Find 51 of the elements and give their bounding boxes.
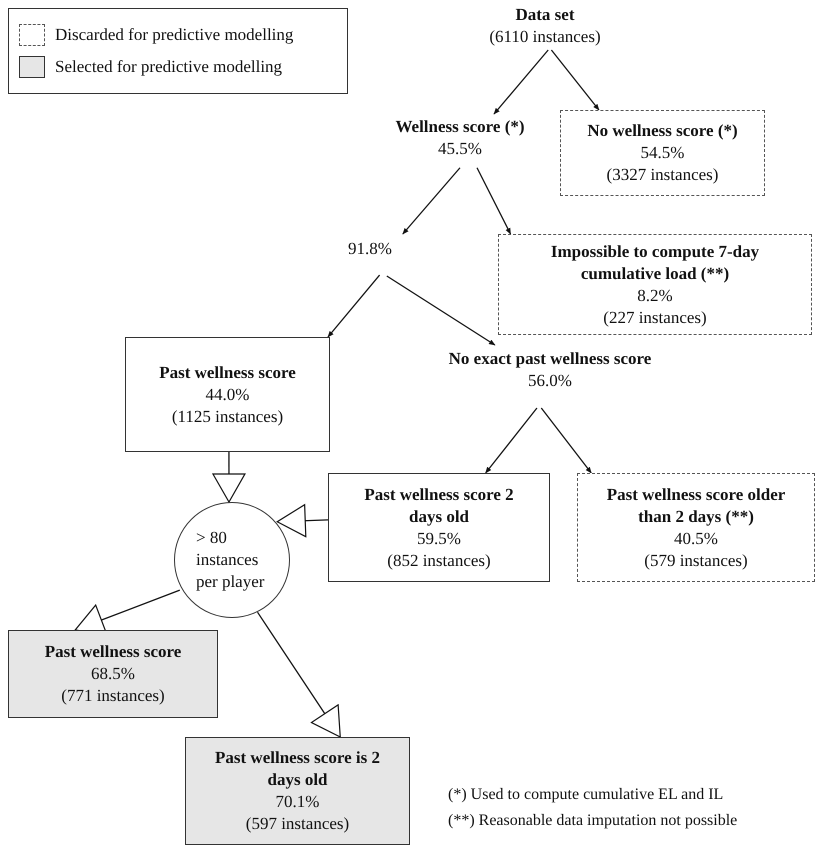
- node-title: Past wellness score older than 2 days (**): [606, 484, 786, 528]
- node-value: (852 instances): [387, 550, 491, 572]
- node-title: No exact past wellness score: [448, 348, 652, 370]
- legend-label: Discarded for predictive modelling: [55, 24, 294, 46]
- node-value: (6110 instances): [489, 26, 601, 48]
- node-value: (227 instances): [603, 306, 707, 328]
- node-value: 54.5%: [640, 142, 684, 164]
- node-title: Data set: [515, 4, 574, 26]
- node-title: 91.8%: [348, 238, 392, 260]
- dashed-box: [560, 110, 765, 196]
- node-title: Past wellness score is 2 days old: [214, 747, 381, 791]
- node-value: (579 instances): [644, 550, 748, 572]
- node-value: (3327 instances): [606, 164, 718, 186]
- node-title: > 80 instances per player: [196, 527, 266, 593]
- node-value: (1125 instances): [172, 406, 284, 428]
- selected-box: [8, 630, 218, 718]
- footnote: (*) Used to compute cumulative EL and IL: [448, 785, 724, 805]
- arrow: [402, 167, 460, 234]
- legend-label: Selected for predictive modelling: [55, 56, 282, 78]
- process-box: [328, 473, 550, 582]
- arrow: [476, 167, 512, 235]
- arrow: [212, 452, 246, 503]
- arrow: [386, 275, 496, 346]
- node-value: (771 instances): [61, 685, 165, 707]
- node-value: 59.5%: [417, 528, 461, 550]
- node-value: 45.5%: [438, 138, 482, 160]
- node-title: Past wellness score: [159, 362, 296, 384]
- arrow: [327, 274, 380, 338]
- node-value: 70.1%: [276, 791, 320, 813]
- node-value: 68.5%: [91, 663, 135, 685]
- node-title: Wellness score (*): [395, 116, 525, 138]
- node-title: No wellness score (*): [587, 120, 738, 142]
- node-value: 40.5%: [674, 528, 718, 550]
- dashed-box: [498, 234, 812, 335]
- selected-box: [185, 737, 410, 845]
- node-value: (597 instances): [246, 813, 350, 835]
- node-value: 44.0%: [206, 384, 250, 406]
- node-title: Past wellness score: [44, 641, 182, 663]
- node-value: 56.0%: [528, 370, 572, 392]
- arrow: [494, 50, 549, 114]
- node-title: Past wellness score 2 days old: [363, 484, 515, 528]
- node-title: Impossible to compute 7-day cumulative load (**): [550, 240, 760, 284]
- arrow: [540, 408, 592, 474]
- dashed-box: [577, 473, 815, 582]
- node-value: 8.2%: [637, 284, 673, 306]
- arrow: [485, 408, 538, 474]
- arrow: [276, 504, 328, 538]
- footnote: (**) Reasonable data imputation not possible: [448, 811, 738, 831]
- process-box: [125, 337, 330, 452]
- arrow: [256, 612, 341, 738]
- arrow: [550, 50, 600, 110]
